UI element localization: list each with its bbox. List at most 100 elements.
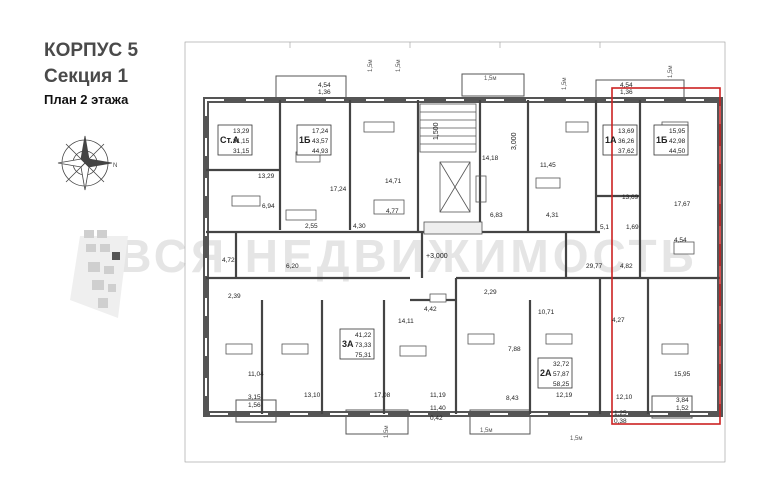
room-area-label: 3,84	[676, 397, 689, 404]
apartment-labels: Ст.А13,2931,1531,151Б17,2443,5744,931А13…	[220, 128, 686, 388]
room-area-label: 4,72	[222, 257, 235, 264]
apartment-total-with-balcony: 58,25	[553, 381, 570, 388]
apartment-total-with-balcony: 44,50	[669, 148, 686, 155]
apartment-living-area: 13,29	[233, 128, 250, 135]
room-area-label: 4,31	[546, 212, 559, 219]
apartment-total-area: 36,26	[618, 138, 635, 145]
room-area-label: 8,43	[506, 395, 519, 402]
section-title: Секция 1	[44, 66, 129, 87]
stair-level-mark: 1,500	[433, 122, 440, 140]
room-area-label: 6,83	[490, 212, 503, 219]
axis-mark: 1,5м	[484, 76, 496, 82]
room-area-label: 13,69	[622, 194, 639, 201]
apartment-total-with-balcony: 31,15	[233, 148, 250, 155]
room-area-label: 10,71	[538, 309, 555, 316]
room-area-label: 1,36	[620, 89, 633, 96]
apartment-living-area: 41,22	[355, 332, 372, 339]
apartment-type: 1Б	[656, 135, 668, 145]
room-area-label: 11,40	[430, 405, 446, 412]
room-area-label: 4,42	[424, 306, 437, 313]
room-area-label: 1,52	[676, 405, 689, 412]
room-area-label: 13,29	[258, 173, 275, 180]
room-area-label: 14,71	[385, 178, 402, 185]
dimension-frame	[184, 41, 726, 463]
apartment-total-area: 42,98	[669, 138, 686, 145]
apartment-type: Ст.А	[220, 135, 240, 145]
apartment-label-boxes	[217, 124, 689, 389]
floor-plan-title: План 2 этажа	[44, 92, 129, 107]
apartment-total-with-balcony: 75,31	[355, 352, 372, 359]
apartment-total-area: 31,15	[233, 138, 250, 145]
room-area-label: 11,45	[540, 162, 556, 169]
room-area-label: 17,08	[374, 392, 391, 399]
building-title: КОРПУС 5	[44, 40, 139, 61]
section-key-plan	[70, 230, 128, 318]
room-area-label: 15,95	[674, 371, 691, 378]
compass-rose	[57, 135, 113, 191]
axis-mark: 1,5м	[562, 78, 568, 90]
room-area-label: 14,18	[482, 155, 499, 162]
exterior-walls-inner	[205, 99, 721, 415]
room-area-label: 4,54	[674, 237, 687, 244]
axis-mark: 1,5м	[570, 436, 582, 442]
room-area-label: 4,77	[386, 208, 399, 215]
apartment-total-area: 73,33	[355, 342, 372, 349]
room-area-label: 6,94	[262, 203, 275, 210]
compass-north-label: N	[113, 163, 117, 169]
room-area-label: 6,20	[286, 263, 299, 270]
room-area-label: 17,24	[330, 186, 347, 193]
room-area-label: 4,30	[353, 223, 366, 230]
axis-mark: 1,5м	[396, 60, 402, 72]
level-mark: +3,000	[426, 253, 448, 260]
room-area-label: 5,1	[600, 224, 609, 231]
room-area-label: 0,38	[614, 418, 627, 425]
room-area-label: 29,77	[586, 263, 603, 270]
stair-level-mark: 3,000	[511, 132, 518, 150]
room-area-label: 14,11	[398, 318, 414, 325]
axis-mark: 1,5м	[480, 428, 492, 434]
selected-apartment-highlight[interactable]	[611, 87, 721, 425]
room-area-label: 4,27	[612, 317, 625, 324]
room-area-label: 4,54	[620, 82, 633, 89]
room-area-label: 11,19	[430, 392, 446, 399]
apartment-type: 1Б	[299, 135, 311, 145]
apartment-living-area: 13,69	[618, 128, 635, 135]
room-area-label: 2,29	[484, 289, 497, 296]
interior-walls	[206, 100, 720, 414]
room-area-label: 17,67	[674, 201, 691, 208]
room-area-label: 2,39	[228, 293, 241, 300]
room-area-label: 11,04	[248, 371, 264, 378]
axis-mark: 1,5м	[384, 426, 390, 438]
room-area-label: 12,10	[616, 394, 633, 401]
room-area-label: 7,88	[508, 346, 521, 353]
room-area-label: 2,55	[305, 223, 318, 230]
room-area-labels: 4,541,364,541,3613,2917,2414,714,776,942…	[222, 82, 691, 425]
room-area-label: 0,42	[430, 415, 443, 422]
room-area-label: 4,54	[318, 82, 331, 89]
watermark-text: ВСЯ НЕДВИЖИМОСТЬ	[118, 230, 697, 282]
stair-core	[419, 103, 487, 235]
room-area-label: 13,10	[304, 392, 321, 399]
room-area-label: 1,69	[626, 224, 639, 231]
misc-marks: +3,000 1,500 3,000 1,5м 1,5м 1,5м 1,5м 1,5м 1,5м…	[368, 60, 674, 442]
apartment-type: 3А	[342, 339, 354, 349]
apartment-total-with-balcony: 44,93	[312, 148, 329, 155]
apartment-total-with-balcony: 37,62	[618, 148, 635, 155]
room-area-label: 12,19	[556, 392, 573, 399]
room-area-label: 3,15	[248, 394, 261, 401]
apartment-living-area: 32,72	[553, 361, 570, 368]
apartment-living-area: 17,24	[312, 128, 329, 135]
room-area-label: 1,56	[248, 402, 261, 409]
room-area-label: 1,36	[318, 89, 331, 96]
apartment-type: 2А	[540, 368, 552, 378]
apartment-total-area: 43,57	[312, 138, 329, 145]
room-area-label: 4,82	[620, 263, 633, 270]
apartment-type: 1А	[605, 135, 617, 145]
apartment-living-area: 15,95	[669, 128, 686, 135]
apartment-total-area: 57,87	[553, 371, 570, 378]
room-area-label: 1,25	[614, 410, 627, 417]
axis-mark: 1,5м	[368, 60, 374, 72]
axis-mark: 1,5м	[668, 66, 674, 78]
